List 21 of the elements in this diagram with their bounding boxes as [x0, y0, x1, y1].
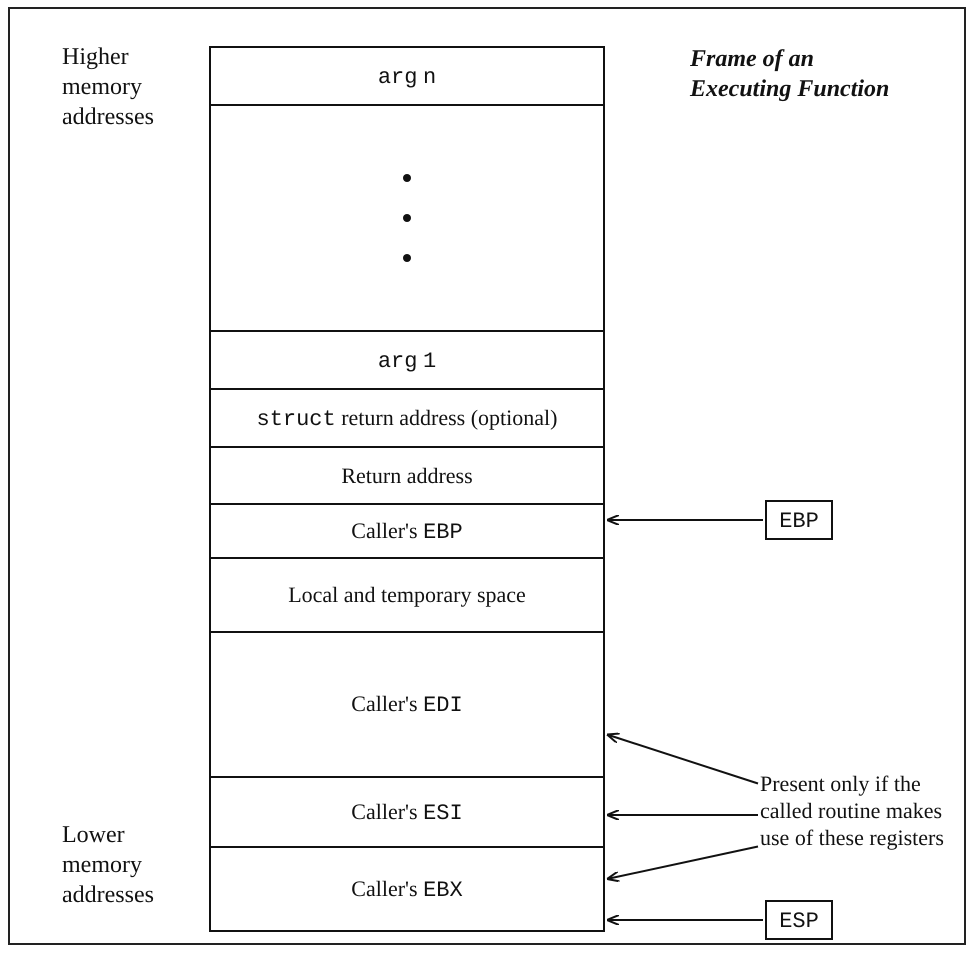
stack-slot: arg n [209, 46, 605, 106]
stack-slot: struct return address (optional) [209, 388, 605, 448]
arrow [606, 809, 758, 821]
stack-slot [209, 104, 605, 332]
stack-slot: Caller's ESI [209, 776, 605, 848]
stack-slot: Local and temporary space [209, 557, 605, 633]
note-text: Present only if the called routine makes use of these registers [760, 770, 965, 860]
arrow [606, 914, 763, 926]
arrow [606, 846, 758, 882]
register-box: EBP [765, 500, 833, 540]
stack-slot: Caller's EBX [209, 846, 605, 932]
address-label: Higher memory addresses [62, 43, 155, 132]
stack-slot: Caller's EDI [209, 631, 605, 778]
stack-slot: arg 1 [209, 330, 605, 390]
stack-slot: Return address [209, 446, 605, 505]
arrow [606, 732, 758, 784]
stack-slot: Caller's EBP [209, 503, 605, 559]
diagram-title: Frame of an Executing Function [690, 45, 890, 104]
address-label: Lower memory addresses [62, 821, 155, 910]
arrow [606, 514, 763, 526]
register-box: ESP [765, 900, 833, 940]
